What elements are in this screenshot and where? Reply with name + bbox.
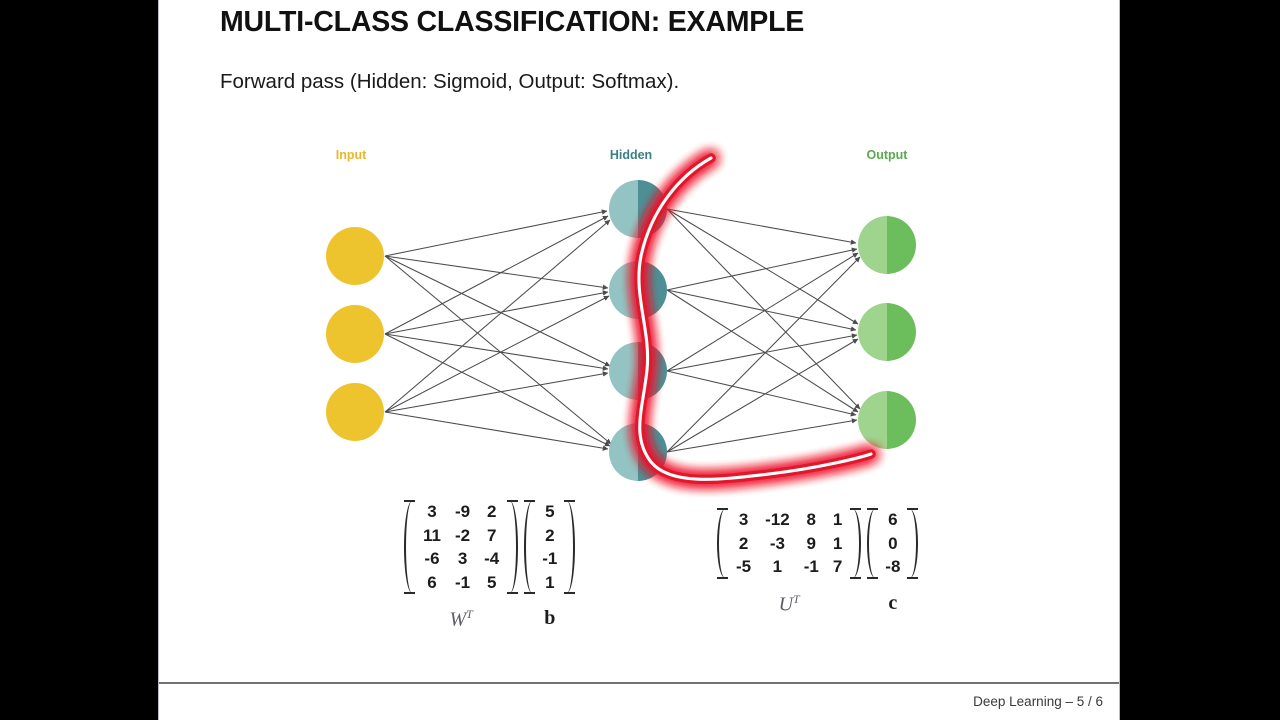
matrix-cell: -8: [885, 557, 901, 576]
matrix-row: 1: [536, 571, 563, 595]
matrix-row: 6: [879, 508, 906, 532]
matrix-c-label: c: [888, 591, 898, 614]
matrix-row: 3 -9 2: [416, 500, 506, 524]
bracket-left-icon: [867, 508, 879, 579]
page-title: MULTI-CLASS CLASSIFICATION: EXAMPLE: [220, 6, 805, 38]
footer-status: Deep Learning – 5 / 6: [973, 694, 1103, 709]
matrix-b: 5 2 -1 1 b: [524, 500, 576, 630]
matrix-row: -8: [879, 555, 906, 579]
matrix-row: -6 3 -4: [416, 547, 506, 571]
edges-hidden-output: [666, 208, 861, 453]
matrix-cell: -1: [454, 572, 471, 592]
matrix-cell: -9: [454, 502, 471, 521]
matrix-cell: 8: [806, 510, 816, 529]
matrix-u-label: UT: [778, 591, 800, 616]
neural-network-diagram: Input Hidden Output: [159, 0, 1119, 680]
footer-divider: [159, 682, 1119, 684]
matrix-cell: 0: [888, 533, 898, 553]
edges-input-hidden: [384, 209, 612, 451]
matrix-cell: -2: [454, 525, 471, 545]
bracket-right-icon: [507, 500, 519, 594]
matrix-cell: 1: [772, 557, 783, 576]
red-highlight-annotation: [633, 152, 877, 485]
matrix-row: -5 1 -1 7: [729, 555, 849, 579]
matrix-cell: 3: [457, 549, 468, 568]
bracket-left-icon: [524, 500, 536, 594]
matrix-cell: 9: [806, 533, 816, 553]
letterbox-right: [1120, 0, 1280, 720]
matrix-cell: 2: [545, 525, 555, 545]
letterbox-left: [0, 0, 158, 720]
matrix-row: -1: [536, 547, 563, 571]
matrix-row: 5: [536, 500, 563, 524]
matrix-cell: 3: [427, 502, 437, 521]
layer-label-input: Input: [335, 148, 367, 162]
matrix-row: 6 -1 5: [416, 571, 506, 595]
matrix-w-transpose: 3 -9 2 11 -2 7 -6 3 -4 6 -1 5 WT: [404, 500, 519, 632]
matrix-row: 2: [536, 524, 563, 548]
bracket-left-icon: [717, 508, 728, 579]
output-layer-nodes: [858, 216, 916, 449]
matrix-cell: -1: [803, 557, 819, 576]
matrix-row: 11 -2 7: [416, 524, 506, 548]
matrix-group-hidden-params: 3 -9 2 11 -2 7 -6 3 -4 6 -1 5 WT 5 2 -1 1 b: [404, 500, 576, 632]
matrix-cell: 3: [738, 510, 749, 529]
matrix-cell: 2: [738, 533, 749, 553]
matrix-cell: -12: [765, 510, 790, 529]
matrix-cell: -6: [424, 549, 440, 568]
bracket-right-icon: [850, 508, 862, 579]
matrix-cell: 5: [486, 572, 497, 592]
matrix-cell: -5: [736, 557, 752, 576]
matrix-cell: 2: [486, 502, 497, 521]
matrix-w-values: 3 -9 2 11 -2 7 -6 3 -4 6 -1 5: [416, 500, 506, 594]
matrix-row: 0: [879, 532, 906, 556]
matrix-cell: 7: [486, 525, 497, 545]
matrix-cell: -4: [484, 549, 500, 568]
matrix-c: 6 0 -8 c: [867, 508, 919, 615]
matrix-cell: 6: [427, 572, 437, 592]
matrix-cell: 1: [832, 533, 843, 553]
bracket-left-icon: [404, 500, 415, 594]
layer-label-hidden: Hidden: [609, 148, 653, 162]
matrix-cell: 1: [545, 572, 555, 592]
matrix-cell: -1: [542, 549, 558, 568]
presentation-slide: MULTI-CLASS CLASSIFICATION: EXAMPLE Forw…: [158, 0, 1120, 720]
matrix-cell: 1: [832, 510, 843, 529]
input-layer-nodes: [326, 227, 384, 441]
matrix-cell: 7: [832, 557, 843, 576]
matrix-cell: 6: [888, 510, 898, 529]
matrix-cell: 5: [545, 502, 555, 521]
matrix-w-label: WT: [449, 607, 473, 631]
matrix-c-values: 6 0 -8: [879, 508, 906, 579]
matrix-cell: 11: [423, 525, 441, 545]
layer-label-output: Output: [866, 148, 908, 162]
bracket-right-icon: [564, 500, 576, 594]
matrix-b-values: 5 2 -1 1: [536, 500, 563, 594]
slide-subtitle: Forward pass (Hidden: Sigmoid, Output: S…: [220, 70, 680, 93]
bracket-right-icon: [907, 508, 919, 579]
matrix-cell: -3: [769, 533, 785, 553]
matrix-b-label: b: [544, 607, 556, 629]
